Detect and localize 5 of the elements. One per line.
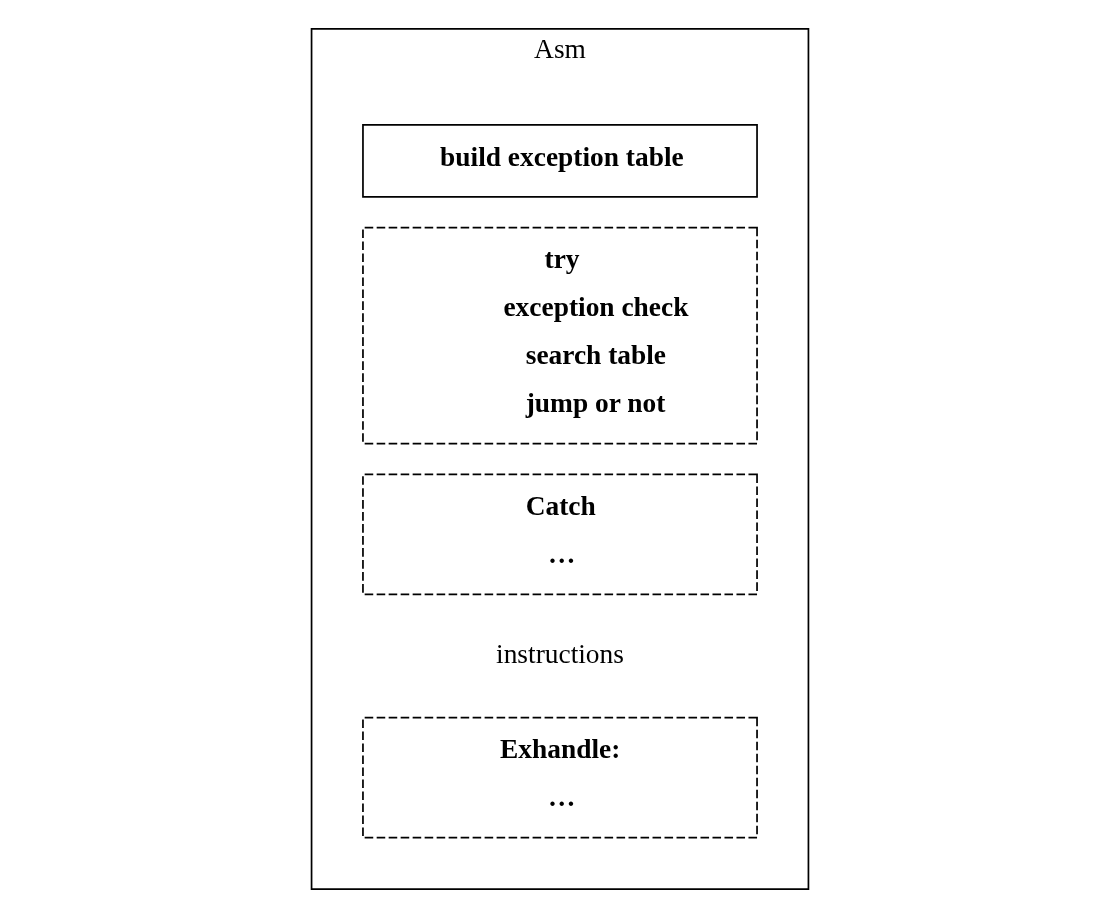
node-box: Exhandle: … bbox=[362, 716, 758, 839]
node-box: build exception table bbox=[362, 124, 758, 198]
label: instructions bbox=[496, 638, 624, 669]
node-box: try exception check search table jump or not bbox=[362, 226, 758, 445]
node-box: Catch … bbox=[362, 473, 758, 596]
